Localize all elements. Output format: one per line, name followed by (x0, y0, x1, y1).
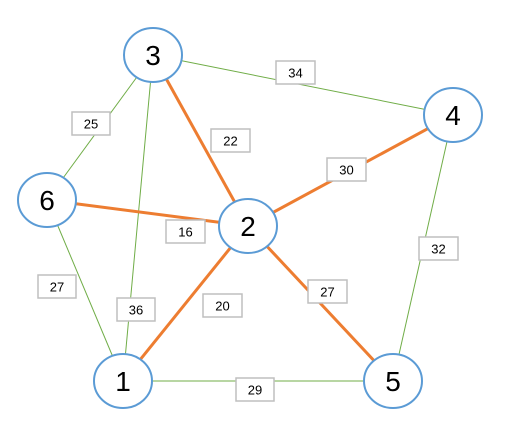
edge-weight-box (165, 219, 206, 244)
node-circle (93, 353, 153, 409)
edge-6-2-highlighted (46, 198, 249, 228)
edge-3-2-highlighted (151, 54, 250, 227)
node-circle (423, 87, 483, 143)
node-3: 3 (123, 27, 183, 83)
node-circle (218, 198, 278, 254)
edge-weight-text: 32 (431, 242, 445, 257)
node-5: 5 (363, 353, 423, 409)
node-circle (123, 27, 183, 83)
edge-weight-label: 16 (165, 219, 206, 244)
edge-3-1 (122, 54, 154, 382)
edge-weight-text: 20 (215, 299, 229, 314)
edge-weight-text: 27 (50, 280, 64, 295)
node-label: 2 (240, 211, 256, 242)
edge-weight-box (116, 297, 156, 322)
edge-weight-box (202, 293, 243, 318)
node-label: 3 (145, 40, 161, 71)
node-label: 6 (39, 185, 55, 216)
edge-weight-label: 22 (210, 128, 251, 153)
edge-3-4 (152, 54, 454, 116)
node-6: 6 (17, 172, 77, 228)
edge-weight-text: 34 (288, 66, 302, 81)
edge-weight-text: 25 (84, 117, 98, 132)
edge-2-1-highlighted (121, 225, 250, 382)
node-label: 4 (445, 100, 461, 131)
edge-weight-text: 27 (320, 285, 334, 300)
edge-weight-box (235, 377, 275, 402)
edge-weight-label: 25 (71, 111, 111, 136)
node-label: 5 (385, 366, 401, 397)
edge-weight-box (307, 279, 348, 304)
node-1: 1 (93, 353, 153, 409)
edge-weight-box (418, 236, 459, 261)
edge-weight-label: 27 (307, 279, 348, 304)
edge-weight-text: 29 (248, 383, 262, 398)
edge-weight-box (37, 274, 77, 299)
node-2: 2 (218, 198, 278, 254)
edge-weight-box (71, 111, 111, 136)
node-label: 1 (115, 366, 131, 397)
edge-weight-text: 16 (178, 225, 192, 240)
edge-weight-label: 27 (37, 274, 77, 299)
edge-weight-text: 36 (129, 303, 143, 318)
edge-6-1 (46, 199, 124, 382)
edge-weight-label: 30 (326, 157, 367, 182)
edge-weight-box (210, 128, 251, 153)
edge-weight-label: 32 (418, 236, 459, 261)
edge-weight-text: 30 (339, 163, 353, 178)
edge-weight-label: 34 (275, 60, 316, 85)
edge-weight-label: 29 (235, 377, 275, 402)
node-circle (17, 172, 77, 228)
node-4: 4 (423, 87, 483, 143)
edge-weight-box (275, 60, 316, 85)
node-circle (363, 353, 423, 409)
edge-weight-box (326, 157, 367, 182)
edge-weight-text: 22 (223, 134, 237, 149)
edge-weight-label: 36 (116, 297, 156, 322)
edge-weight-label: 20 (202, 293, 243, 318)
